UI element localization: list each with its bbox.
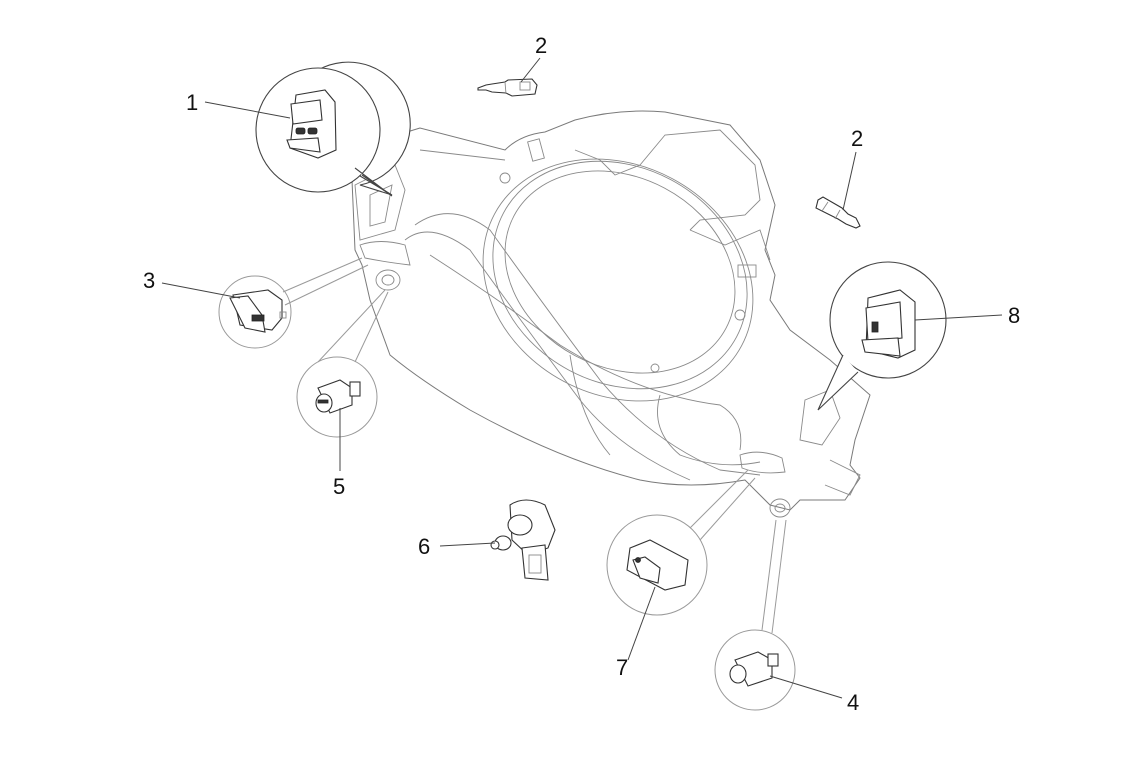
detail-circle-8 bbox=[817, 261, 947, 411]
callout-8: 8 bbox=[1008, 303, 1020, 328]
callout-7: 7 bbox=[616, 655, 628, 680]
callout-labels: 1 2 2 3 4 5 6 7 8 bbox=[143, 33, 1020, 715]
callout-2a: 2 bbox=[535, 33, 547, 58]
ignition-unit bbox=[490, 499, 556, 581]
detail-circle-5 bbox=[296, 289, 389, 438]
callout-1: 1 bbox=[186, 90, 198, 115]
detail-circle-4 bbox=[714, 519, 796, 711]
callout-2b: 2 bbox=[851, 126, 863, 151]
leader-lines bbox=[161, 57, 1003, 699]
callout-3: 3 bbox=[143, 268, 155, 293]
detail-circle-1 bbox=[255, 61, 411, 197]
stop-switch-top bbox=[477, 78, 538, 97]
handlebar-cover bbox=[351, 110, 871, 518]
callout-6: 6 bbox=[418, 534, 430, 559]
stop-switch-right bbox=[815, 196, 861, 229]
detail-circle-7 bbox=[606, 469, 756, 616]
detail-circle-3 bbox=[218, 257, 369, 349]
callout-4: 4 bbox=[847, 690, 859, 715]
callout-5: 5 bbox=[333, 474, 345, 499]
